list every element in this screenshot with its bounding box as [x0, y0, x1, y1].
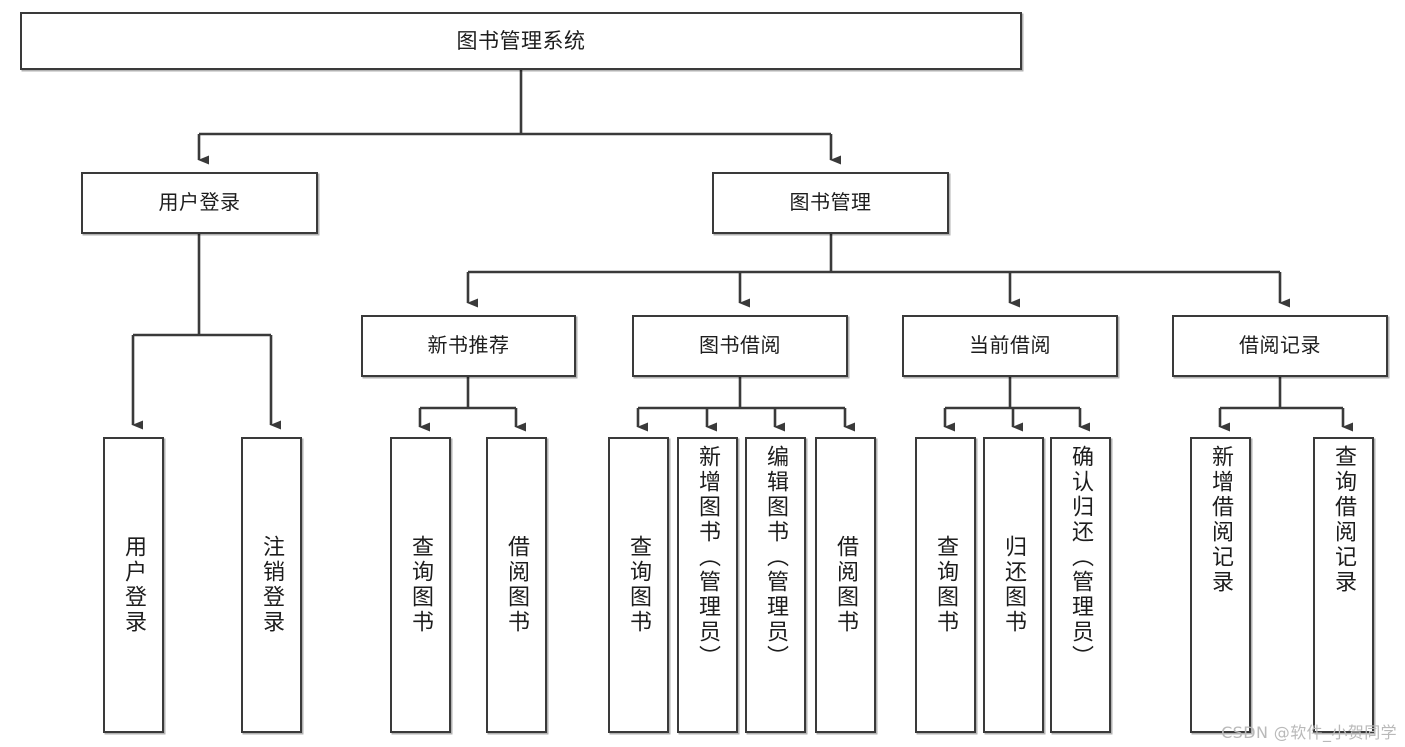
- leaf-user-login-logout[interactable]: 注销登录: [241, 437, 302, 733]
- csdn-watermark: CSDN @软件_小贺同学: [1221, 723, 1397, 742]
- node-label: 图书管理系统: [456, 28, 586, 53]
- leaf-user-login-login[interactable]: 用户登录: [103, 437, 164, 733]
- node-label: 注销登录: [259, 535, 285, 635]
- node-label: 新书推荐: [427, 333, 510, 358]
- leaf-current-borrow-return-book[interactable]: 归还图书: [983, 437, 1044, 733]
- leaf-borrow-book-query-book[interactable]: 查询图书: [608, 437, 669, 733]
- node-label: 用户登录: [121, 535, 147, 635]
- node-label: 确认归还（管理员）: [1068, 445, 1094, 670]
- node-label: 编辑图书（管理员）: [763, 445, 789, 670]
- node-book-management[interactable]: 图书管理: [712, 172, 949, 234]
- node-label: 图书管理: [789, 190, 872, 215]
- node-label: 借阅图书: [833, 535, 859, 635]
- leaf-current-borrow-query-book[interactable]: 查询图书: [915, 437, 976, 733]
- leaf-borrow-book-borrow-book[interactable]: 借阅图书: [815, 437, 876, 733]
- node-label: 借阅图书: [504, 535, 530, 635]
- leaf-borrow-record-query-record[interactable]: 查询借阅记录: [1313, 437, 1374, 733]
- leaf-borrow-book-edit-book-admin[interactable]: 编辑图书（管理员）: [745, 437, 806, 733]
- node-label: 新增借阅记录: [1208, 445, 1234, 595]
- node-label: 查询图书: [408, 535, 434, 635]
- node-user-login[interactable]: 用户登录: [81, 172, 318, 234]
- node-label: 当前借阅: [969, 333, 1051, 358]
- node-label: 查询借阅记录: [1331, 445, 1357, 595]
- node-book-borrow[interactable]: 图书借阅: [632, 315, 848, 377]
- leaf-borrow-book-add-book-admin[interactable]: 新增图书（管理员）: [677, 437, 738, 733]
- node-current-borrow[interactable]: 当前借阅: [902, 315, 1118, 377]
- node-label: 用户登录: [158, 190, 241, 215]
- node-label: 归还图书: [1001, 535, 1027, 635]
- node-label: 新增图书（管理员）: [695, 445, 721, 670]
- leaf-new-book-query-book[interactable]: 查询图书: [390, 437, 451, 733]
- node-label: 借阅记录: [1239, 333, 1321, 358]
- leaf-current-borrow-confirm-return-admin[interactable]: 确认归还（管理员）: [1050, 437, 1111, 733]
- node-borrow-record[interactable]: 借阅记录: [1172, 315, 1388, 377]
- node-root-system[interactable]: 图书管理系统: [20, 12, 1022, 70]
- node-label: 查询图书: [626, 535, 652, 635]
- leaf-new-book-borrow-book[interactable]: 借阅图书: [486, 437, 547, 733]
- node-label: 查询图书: [933, 535, 959, 635]
- node-new-book-recommend[interactable]: 新书推荐: [361, 315, 576, 377]
- node-label: 图书借阅: [699, 333, 781, 358]
- leaf-borrow-record-add-record[interactable]: 新增借阅记录: [1190, 437, 1251, 733]
